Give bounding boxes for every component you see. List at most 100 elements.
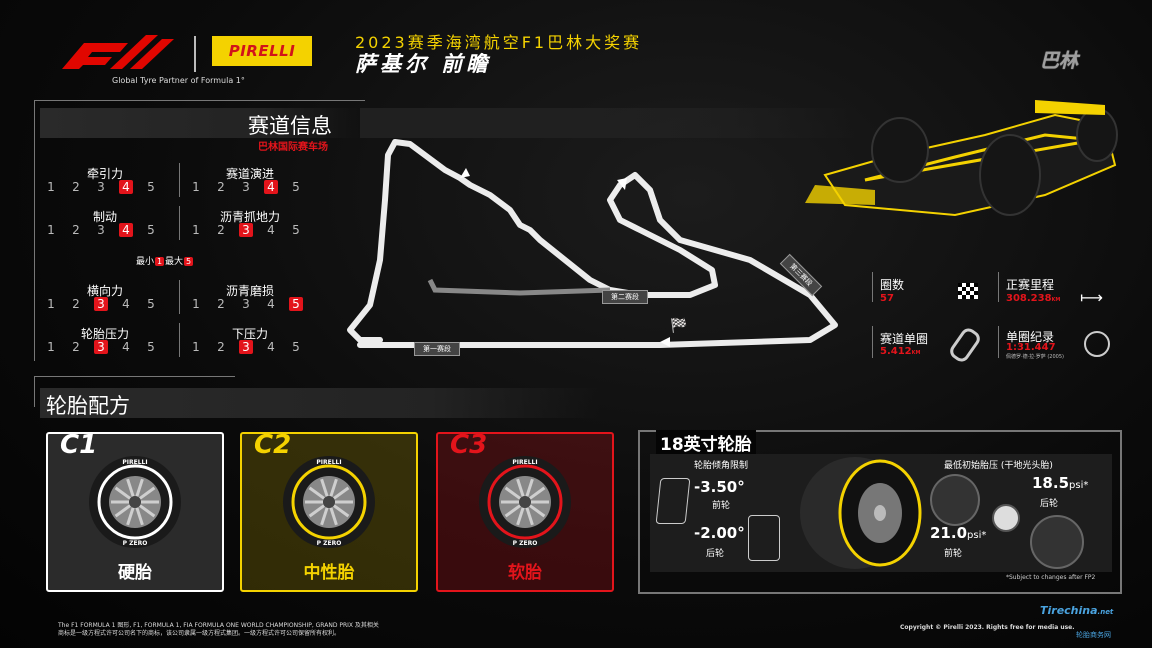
scale-value: 4 bbox=[122, 340, 130, 354]
metric-bracket bbox=[179, 206, 182, 240]
scale-value: 5 bbox=[147, 340, 155, 354]
watermark-main: Tirechina bbox=[1040, 604, 1098, 617]
track-info-heading: 赛道信息 bbox=[248, 114, 332, 138]
watermark-domain: .net bbox=[1097, 608, 1114, 616]
checkered-flag-icon: 🏁 bbox=[670, 317, 687, 334]
rear-pressure-label: 后轮 bbox=[1040, 499, 1059, 509]
pirelli-logo: PIRELLI bbox=[212, 36, 312, 66]
metric-bracket bbox=[34, 206, 37, 240]
tyre-code: C2 bbox=[254, 430, 292, 460]
scale-value: 2 bbox=[217, 223, 225, 237]
laps-label: 圈数 bbox=[880, 278, 905, 292]
pressure-title-text: 最低初始胎压 bbox=[944, 461, 999, 471]
logo-divider bbox=[194, 36, 196, 72]
scale-value: 3 bbox=[242, 180, 250, 194]
sector-1-tag: 第一赛段 bbox=[414, 342, 460, 356]
distance-unit: KM bbox=[1051, 297, 1061, 303]
f1-car-image bbox=[805, 100, 1118, 217]
front-pressure-label: 前轮 bbox=[944, 549, 963, 559]
f1-logo bbox=[62, 35, 174, 69]
scale-value: 4 bbox=[267, 297, 275, 311]
track-info-bar bbox=[40, 108, 360, 138]
scale-value: 3 bbox=[242, 297, 250, 311]
watermark-logo: Tirechina.net bbox=[1040, 604, 1113, 617]
city-label: 巴林 bbox=[1040, 50, 1079, 72]
scale-value: 1 bbox=[192, 297, 200, 311]
scale-value: 3 bbox=[97, 223, 105, 237]
scale-value: 5 bbox=[147, 223, 155, 237]
checkered-flag-icon bbox=[958, 283, 978, 299]
metric-bracket bbox=[179, 280, 182, 314]
scale-value: 1 bbox=[47, 297, 55, 311]
front-pressure: 21.0psi* bbox=[930, 524, 986, 542]
metric-label: 制动 bbox=[92, 210, 117, 224]
metric-label: 轮胎压力 bbox=[80, 327, 129, 341]
scale-value: 4 bbox=[267, 223, 275, 237]
scale-value: 5 bbox=[147, 297, 155, 311]
lap-length-label: 赛道单圈 bbox=[880, 332, 929, 346]
scale-value: 5 bbox=[292, 180, 300, 194]
compounds-bracket bbox=[34, 376, 235, 407]
scale-value: 4 bbox=[122, 297, 130, 311]
rear-tyre-small bbox=[1030, 515, 1084, 569]
legend-max-label: 最大 bbox=[165, 257, 184, 267]
stats-bracket-1 bbox=[872, 272, 874, 302]
scale-value: 2 bbox=[72, 297, 80, 311]
sidewall-brand: PIRELLI bbox=[512, 459, 537, 466]
compounds-heading: 轮胎配方 bbox=[46, 394, 130, 418]
stats-bracket-2 bbox=[998, 272, 1000, 302]
scale-value: 5 bbox=[147, 180, 155, 194]
legend-min-value: 1 bbox=[155, 257, 165, 266]
circuit-name: 巴林国际赛车场 bbox=[258, 142, 328, 153]
scale-value: 3 bbox=[97, 180, 105, 194]
lap-length-number: 5.412 bbox=[880, 346, 912, 357]
distance-value: 308.238KM bbox=[1006, 293, 1060, 304]
scale-value: 5 bbox=[289, 297, 303, 311]
rear-camber-label: 后轮 bbox=[706, 549, 725, 559]
scale-value: 5 bbox=[292, 223, 300, 237]
metric-bracket bbox=[34, 323, 37, 357]
big-tyre-image bbox=[800, 457, 922, 569]
front-camber-label: 前轮 bbox=[712, 501, 731, 511]
metric-label: 横向力 bbox=[86, 284, 123, 298]
distance-arrow-icon: ⟼ bbox=[1080, 288, 1103, 307]
scale-value: 1 bbox=[192, 223, 200, 237]
sidewall-model: P ZERO bbox=[513, 540, 538, 547]
rear-pressure: 18.5psi* bbox=[1032, 474, 1088, 492]
tyre-name: 硬胎 bbox=[118, 563, 152, 583]
rear-pressure-value: 18.5 bbox=[1032, 474, 1070, 492]
tyre-code: C1 bbox=[60, 430, 98, 460]
front-tyre-small bbox=[930, 474, 980, 526]
metric-bracket bbox=[34, 280, 37, 314]
legend-min-label: 最小 bbox=[136, 257, 155, 267]
pressure-gauge-icon bbox=[992, 504, 1020, 532]
sector-2-tag: 第二赛段 bbox=[602, 290, 648, 304]
sidewall-brand: PIRELLI bbox=[122, 459, 147, 466]
lap-record-holder: 佩德罗·德·拉·罗萨 (2005) bbox=[1006, 354, 1064, 360]
footer-line-1: The F1 FORMULA 1 图形, F1, FORMULA 1, FIA … bbox=[58, 622, 379, 629]
pressure-note: (干地光头胎) bbox=[1000, 461, 1053, 471]
metric-label: 牵引力 bbox=[86, 167, 123, 181]
metric-label: 沥青抓地力 bbox=[219, 210, 280, 224]
metric-label: 下压力 bbox=[231, 327, 268, 341]
scale-value: 4 bbox=[267, 340, 275, 354]
top-grey-band bbox=[360, 108, 860, 138]
stats-bracket-3 bbox=[872, 326, 874, 358]
front-camber: -3.50° bbox=[694, 478, 745, 496]
scale-value: 4 bbox=[119, 180, 133, 194]
metric-label: 赛道演进 bbox=[225, 167, 274, 181]
footer-copyright: Copyright © Pirelli 2023. Rights free fo… bbox=[900, 624, 1075, 631]
pirelli-logo-text: PIRELLI bbox=[228, 42, 296, 60]
metric-bracket bbox=[34, 163, 37, 197]
tyre-name: 中性胎 bbox=[303, 563, 355, 583]
